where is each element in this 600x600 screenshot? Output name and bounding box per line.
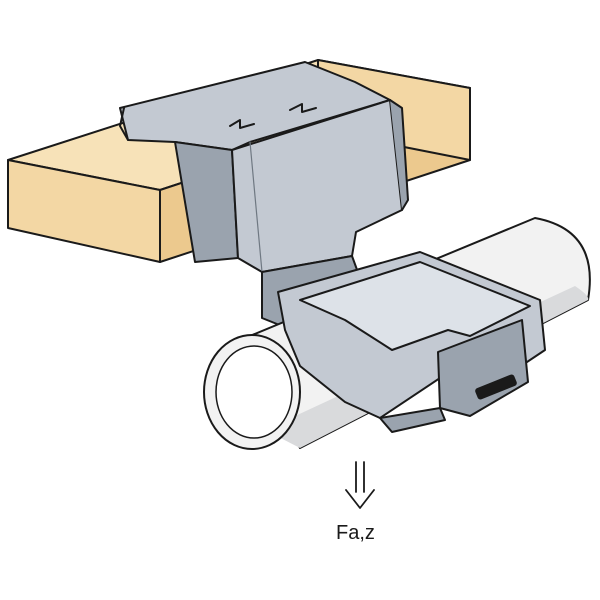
beam-clamp-fold [389, 99, 409, 211]
beam-clamp [119, 61, 409, 273]
pipe-clamp-lip [379, 407, 446, 433]
force-arrow-down-icon [345, 461, 375, 509]
beam-clamp-tab-left [229, 119, 255, 129]
force-label: Fa,z [336, 522, 375, 544]
pipe-clamp [277, 251, 546, 433]
beam-clamp-tab-right [289, 103, 317, 113]
pipe-clamp-slot [475, 374, 517, 400]
beam-clamp-edge [119, 107, 129, 141]
pipe-end-inner [215, 345, 293, 439]
pipe-clamp-rim [299, 261, 531, 351]
pipe-clamp-latch [437, 319, 529, 417]
